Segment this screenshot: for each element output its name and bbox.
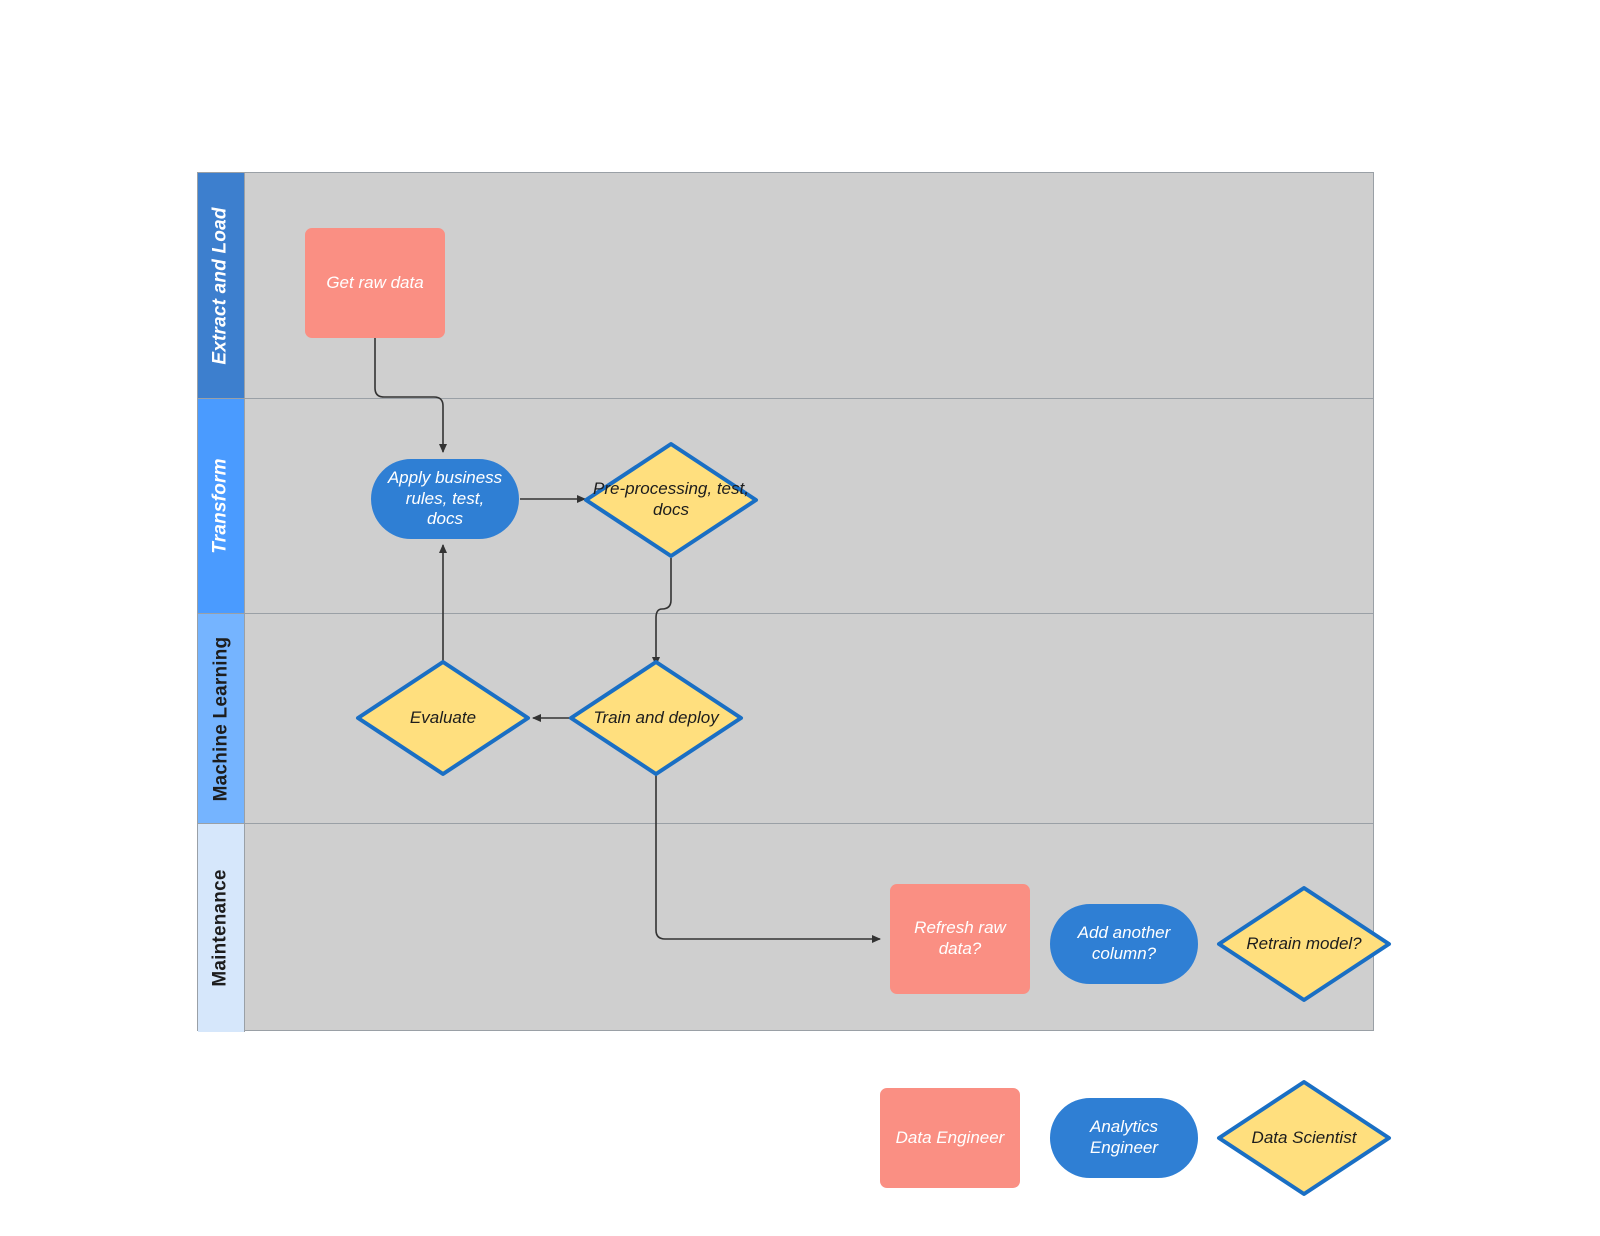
node-pre-processing[interactable]: Pre-processing, test, docs xyxy=(583,441,759,559)
lane-header-maintenance: Maintenance xyxy=(198,824,245,1032)
legend-label-analytics-engineer: Analytics Engineer xyxy=(1089,1117,1159,1157)
node-evaluate[interactable]: Evaluate xyxy=(355,659,531,777)
lane-header-extract-and-load: Extract and Load xyxy=(198,173,245,398)
legend-label-data-engineer: Data Engineer xyxy=(895,1127,1005,1147)
node-label-add-another-column: Add another column? xyxy=(1077,923,1171,963)
node-label-refresh-raw-data: Refresh raw data? xyxy=(914,918,1006,958)
role-legend: Data Engineer Analytics Engineer Data Sc… xyxy=(880,1080,1391,1196)
lane-extract-and-load: Extract and Load xyxy=(198,173,1373,399)
node-apply-business-rules[interactable]: Apply business rules, test, docs xyxy=(371,459,519,539)
lane-transform: Transform xyxy=(198,399,1373,614)
lane-label-machine-learning: Machine Learning xyxy=(210,636,232,801)
lane-header-machine-learning: Machine Learning xyxy=(198,614,245,823)
lane-label-maintenance: Maintenance xyxy=(210,869,232,987)
node-label-get-raw-data: Get raw data xyxy=(326,272,424,292)
legend-item-data-scientist: Data Scientist xyxy=(1216,1079,1392,1197)
node-get-raw-data[interactable]: Get raw data xyxy=(305,228,445,338)
legend-item-data-engineer: Data Engineer xyxy=(880,1088,1020,1188)
node-add-another-column[interactable]: Add another column? xyxy=(1050,904,1198,984)
node-refresh-raw-data[interactable]: Refresh raw data? xyxy=(890,884,1030,994)
lane-body-maintenance xyxy=(245,824,1373,1032)
lane-maintenance: Maintenance xyxy=(198,824,1373,1032)
node-retrain-model[interactable]: Retrain model? xyxy=(1216,885,1392,1003)
lane-label-transform: Transform xyxy=(210,458,232,554)
lane-header-transform: Transform xyxy=(198,399,245,613)
node-label-apply-business-rules: Apply business rules, test, docs xyxy=(387,467,503,529)
legend-item-analytics-engineer: Analytics Engineer xyxy=(1050,1098,1198,1178)
lane-label-extract-and-load: Extract and Load xyxy=(210,206,231,365)
node-train-and-deploy[interactable]: Train and deploy xyxy=(568,659,744,777)
